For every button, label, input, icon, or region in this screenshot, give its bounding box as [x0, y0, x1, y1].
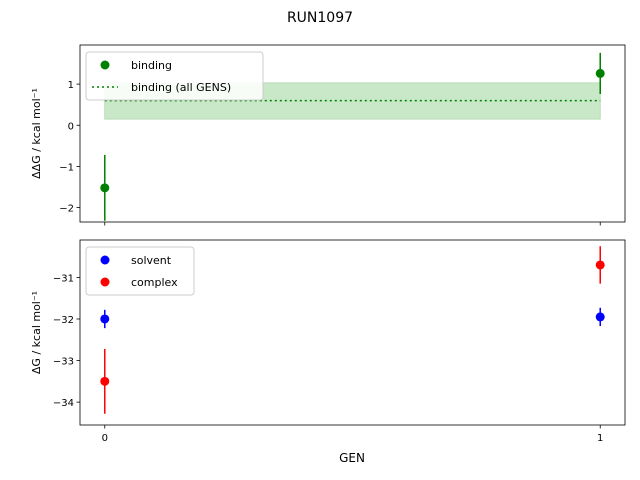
- y-axis-label: ΔΔG / kcal mol⁻¹: [30, 88, 43, 179]
- legend-label: solvent: [131, 254, 172, 267]
- legend-label: complex: [131, 276, 178, 289]
- y-axis-label: ΔG / kcal mol⁻¹: [30, 291, 43, 374]
- y-tick-label: 0: [68, 121, 74, 132]
- x-tick-label: 1: [597, 433, 603, 444]
- x-tick-label: 0: [102, 433, 108, 444]
- legend-marker: [100, 255, 110, 265]
- data-point: [100, 376, 110, 386]
- legend: [85, 246, 195, 296]
- legend: [85, 51, 264, 101]
- axes-frame: [79, 239, 626, 426]
- data-point: [595, 68, 605, 78]
- y-tick-label: 1: [68, 80, 74, 91]
- legend-label: binding (all GENS): [131, 81, 231, 94]
- data-point: [100, 183, 110, 193]
- panel-bottom: −31 −32 −33 −34 0 1 ΔG / kcal mol⁻¹ solvent comp…: [30, 239, 626, 444]
- y-tick-label: −33: [53, 357, 74, 368]
- axes-frame: [79, 44, 626, 223]
- y-tick-label: −31: [53, 273, 74, 284]
- legend-label: binding: [131, 59, 172, 72]
- data-point: [100, 314, 110, 324]
- figure-title: RUN1097: [287, 10, 353, 26]
- panel-top: 1 0 −1 −2 ΔΔG / kcal mol⁻¹ binding binding (al…: [30, 44, 626, 226]
- y-tick-label: −34: [53, 398, 74, 409]
- data-point: [595, 260, 605, 270]
- y-tick-label: −1: [59, 162, 74, 173]
- y-tick-label: −2: [59, 204, 74, 215]
- y-tick-label: −32: [53, 315, 74, 326]
- legend-marker: [100, 60, 110, 70]
- data-point: [595, 312, 605, 322]
- x-axis-label: GEN: [339, 451, 365, 465]
- legend-marker: [100, 277, 110, 287]
